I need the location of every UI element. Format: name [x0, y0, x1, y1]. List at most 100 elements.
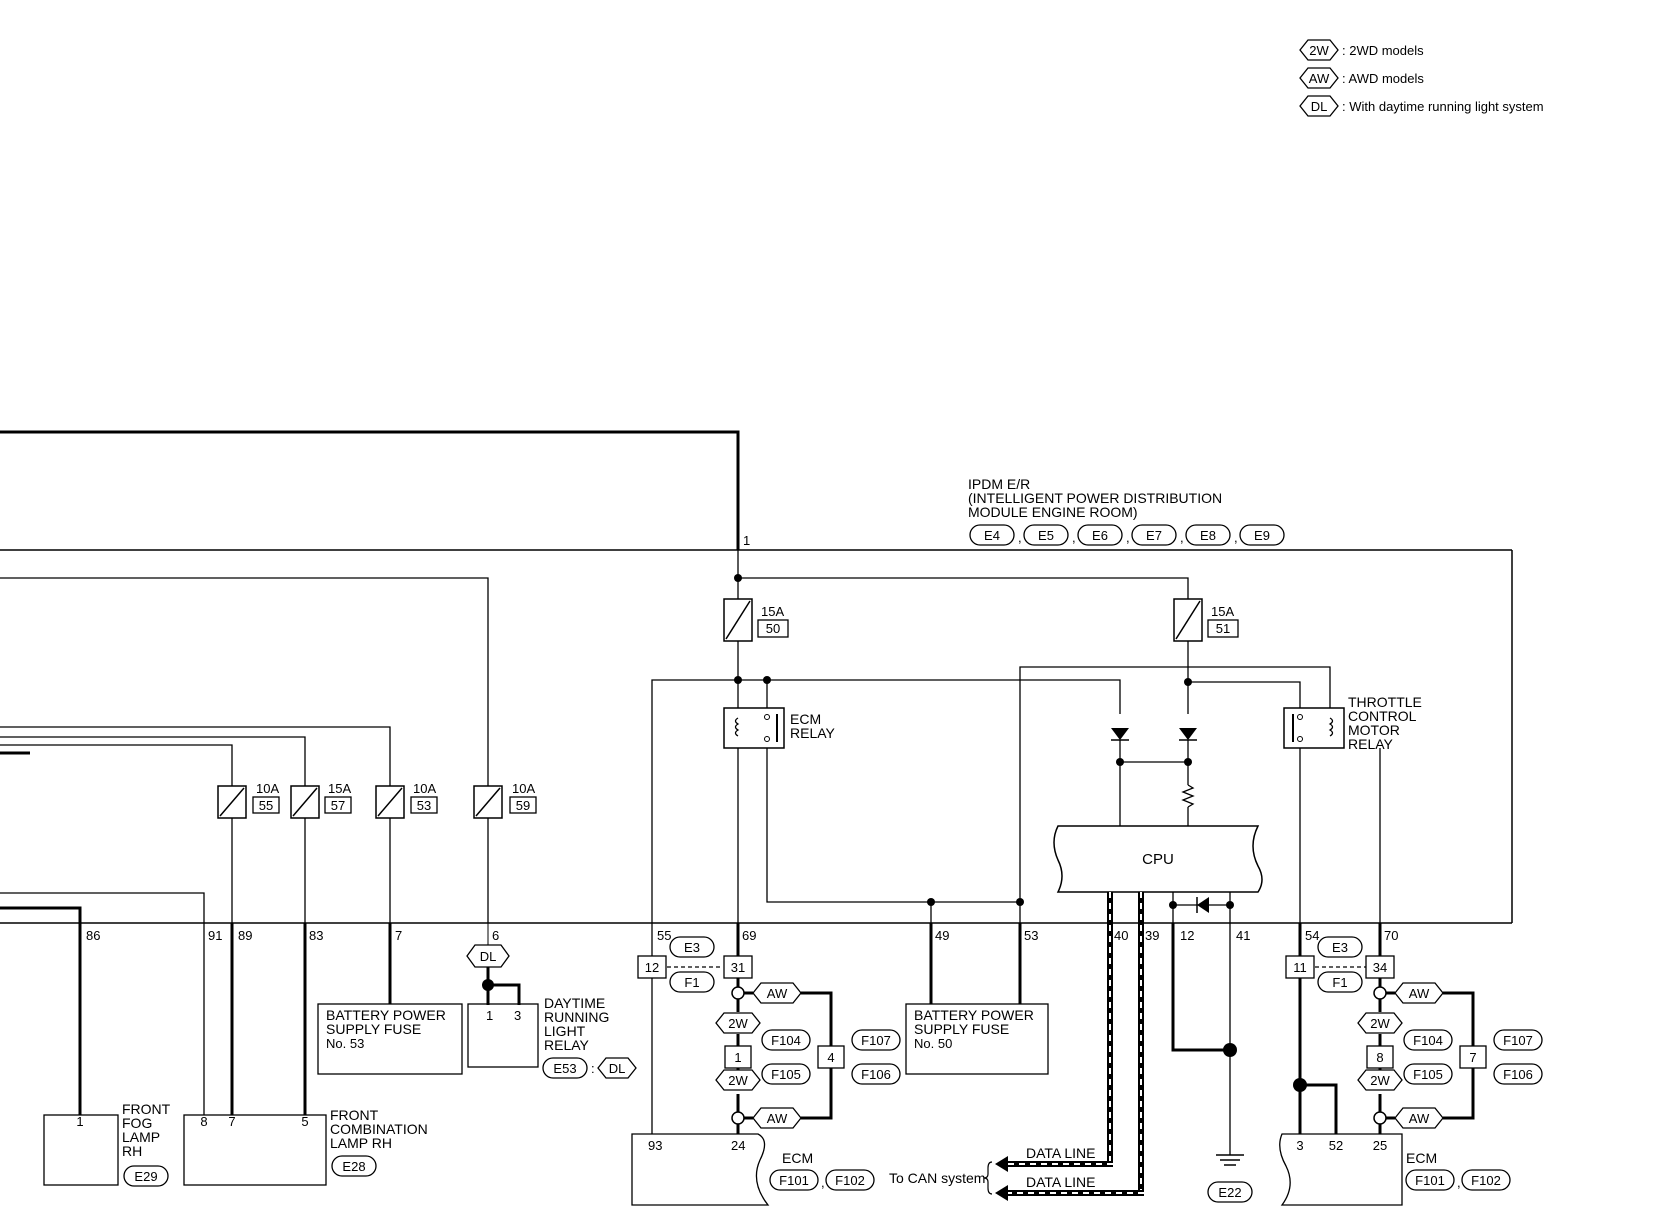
jc1-2w-top: 2W	[728, 1016, 748, 1031]
throttle-relay-label-1: THROTTLE	[1348, 694, 1422, 710]
dl-tag-text: DL	[480, 949, 497, 964]
ipdm-connectors: E4 , E5 , E6 , E7 , E8 , E9	[969, 524, 1285, 546]
fuse-53: 10A 53	[375, 781, 438, 819]
ipdm-title-line-3: MODULE ENGINE ROOM)	[968, 504, 1138, 520]
jc2-side-pin: 7	[1469, 1050, 1476, 1065]
drl-label-2: RUNNING	[544, 1009, 609, 1025]
can-system-label: To CAN system	[889, 1170, 985, 1186]
ecm1-pin-24: 24	[731, 1138, 745, 1153]
jc1-connector-f105: F105	[771, 1067, 801, 1082]
fog-label-3: LAMP	[122, 1129, 160, 1145]
data-line-label-1: DATA LINE	[1026, 1145, 1096, 1161]
fog-pin-1: 1	[76, 1114, 83, 1129]
ipdm-title-line-2: (INTELLIGENT POWER DISTRIBUTION	[968, 490, 1222, 506]
jc2-aw-top: AW	[1409, 986, 1430, 1001]
ecm2-connector-f101: F101	[1415, 1173, 1445, 1188]
pin-89: 89	[238, 928, 252, 943]
fuse-50-amp: 15A	[761, 604, 784, 619]
pin-6: 6	[492, 928, 499, 943]
pin-7: 7	[395, 928, 402, 943]
lower-left-wires	[78, 923, 521, 1115]
jc2-aw-bottom: AW	[1409, 1111, 1430, 1126]
terminal-1: 1	[743, 533, 750, 548]
fog-connector-e29: E29	[134, 1169, 157, 1184]
cpu: CPU	[1053, 825, 1263, 893]
fuse-53-number: 53	[417, 798, 431, 813]
resistor	[1181, 784, 1195, 808]
combo-pin-5: 5	[301, 1114, 308, 1129]
fuse-55-amp: 10A	[256, 781, 279, 796]
svg-text:,: ,	[1018, 530, 1022, 545]
jc2-connector-f106: F106	[1503, 1067, 1533, 1082]
jc2-connector-f104: F104	[1413, 1033, 1443, 1048]
fuse-57-number: 57	[331, 798, 345, 813]
combo-connector-e28: E28	[342, 1159, 365, 1174]
pin-69: 69	[742, 928, 756, 943]
pin-70: 70	[1384, 928, 1398, 943]
ecm1-label: ECM	[782, 1150, 813, 1166]
daytime-running-light-relay: 1 3 DAYTIME RUNNING LIGHT RELAY E53 : DL	[467, 995, 637, 1079]
legend-tag-aw: AW	[1309, 71, 1330, 86]
throttle-control-motor-relay: THROTTLE CONTROL MOTOR RELAY	[1283, 694, 1422, 752]
fuse-59-amp: 10A	[512, 781, 535, 796]
jc2-connector-e3: E3	[1332, 940, 1348, 955]
battery-power-supply-fuse-50-wires	[929, 923, 1022, 1004]
drl-pin-1: 1	[486, 1008, 493, 1023]
bat53-line-1: BATTERY POWER	[326, 1007, 446, 1023]
left-fuse-out-wires	[231, 818, 489, 923]
combo-pin-8: 8	[200, 1114, 207, 1129]
cpu-label: CPU	[1142, 851, 1174, 868]
pin-54: 54	[1305, 928, 1319, 943]
jc1-side-pin: 4	[827, 1050, 834, 1065]
connector-e5: E5	[1038, 528, 1054, 543]
fuse-53-amp: 10A	[413, 781, 436, 796]
ground-junction-dot	[1223, 1043, 1237, 1057]
connector-e4: E4	[984, 528, 1000, 543]
pin-12: 12	[1180, 928, 1194, 943]
combo-label-2: COMBINATION	[330, 1121, 428, 1137]
combo-label-1: FRONT	[330, 1107, 379, 1123]
ipdm-pin-labels: 86 91 89 83 7 6 55 69 49 53 40 39 12 41 …	[86, 928, 1398, 943]
diode-bottom	[1196, 897, 1209, 913]
svg-text:,: ,	[1072, 530, 1076, 545]
ecm2-pin-3: 3	[1296, 1138, 1303, 1153]
ecm1-connector-f102: F102	[835, 1173, 865, 1188]
bat50-line-1: BATTERY POWER	[914, 1007, 1034, 1023]
left-internal-wires	[0, 577, 489, 923]
pin-86: 86	[86, 928, 100, 943]
battery-power-supply-fuse-53: BATTERY POWER SUPPLY FUSE No. 53	[317, 1003, 463, 1075]
pin-53: 53	[1024, 928, 1038, 943]
legend-item-dl: DL : With daytime running light system	[1299, 95, 1544, 117]
fuse-50-number: 50	[766, 621, 780, 636]
fuse-59: 10A 59	[473, 781, 537, 819]
jc1-left-pin: 12	[645, 960, 659, 975]
ecm2-label: ECM	[1406, 1150, 1437, 1166]
pin-83: 83	[309, 928, 323, 943]
legend-desc-aw: : AWD models	[1342, 71, 1424, 86]
legend-tag-2w: 2W	[1309, 43, 1329, 58]
fog-label-4: RH	[122, 1143, 142, 1159]
ipdm-title: IPDM E/R (INTELLIGENT POWER DISTRIBUTION…	[968, 476, 1222, 520]
jc2-right-pin: 34	[1373, 960, 1387, 975]
ecm-2: 3 52 25 ECM F101 , F102	[1279, 1133, 1511, 1206]
jc1-connector-f1: F1	[684, 975, 699, 990]
can-brace	[983, 1161, 993, 1195]
connector-e8: E8	[1200, 528, 1216, 543]
jc1-right-pin: 31	[731, 960, 745, 975]
ecm2-pin-52: 52	[1329, 1138, 1343, 1153]
diode-left	[1111, 728, 1129, 741]
svg-text:,: ,	[1126, 530, 1130, 545]
ground-e22: E22	[1207, 1154, 1253, 1203]
junction-block-1: 12 31 E3 F1 AW 2W 1 F104 F105 2W AW 4 F1…	[637, 923, 901, 1134]
fog-label-2: FOG	[122, 1115, 152, 1131]
drl-label-1: DAYTIME	[544, 995, 605, 1011]
diode-right	[1179, 728, 1197, 741]
battery-power-supply-fuse-50: BATTERY POWER SUPPLY FUSE No. 50	[905, 1003, 1049, 1075]
ipdm-title-line-1: IPDM E/R	[968, 476, 1030, 492]
fuse-51-amp: 15A	[1211, 604, 1234, 619]
drl-label-3: LIGHT	[544, 1023, 586, 1039]
legend: 2W : 2WD models AW : AWD models DL : Wit…	[1299, 39, 1544, 117]
legend-item-2w: 2W : 2WD models	[1299, 39, 1424, 61]
drl-pin-3: 3	[514, 1008, 521, 1023]
